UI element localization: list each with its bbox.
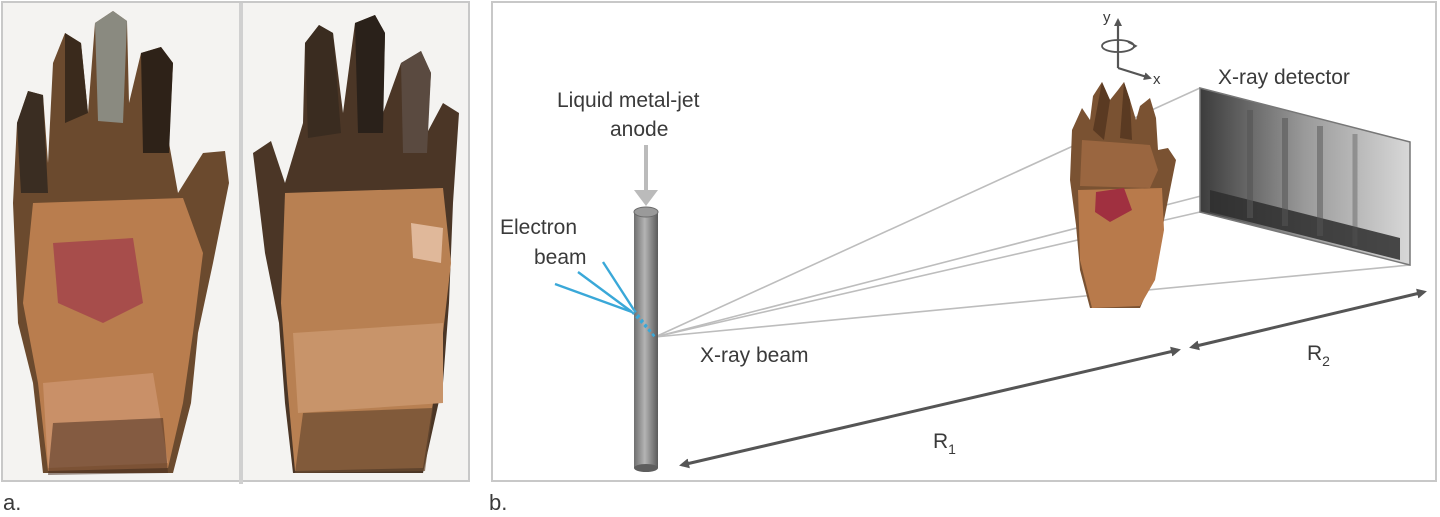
anode-pointer-arrowhead: [634, 190, 658, 206]
xray-detector: [1199, 87, 1411, 266]
panel-b-letter: b.: [489, 490, 508, 515]
electron-label-line1: Electron: [500, 216, 577, 239]
electron-label-line2: beam: [534, 246, 587, 269]
axis-x-label: x: [1153, 71, 1161, 88]
r1-distance-arrow: [679, 346, 1181, 469]
mummy-hand-photo-panel: [1, 1, 470, 484]
panel-a-letter: a.: [3, 490, 22, 515]
anode-label-line1: Liquid metal-jet: [557, 89, 700, 112]
rotation-axes-icon: y x: [1101, 9, 1161, 88]
photo-divider: [239, 3, 243, 484]
r2-label: R2: [1307, 342, 1330, 369]
liquid-metal-jet-anode: [633, 206, 659, 472]
hand-photo-front: [13, 11, 229, 475]
axis-y-label: y: [1103, 9, 1111, 26]
detector-label: X-ray detector: [1218, 66, 1350, 89]
xray-beam-label: X-ray beam: [700, 344, 809, 367]
hand-sample: [1070, 82, 1176, 308]
mummy-hand-photos: [13, 3, 459, 484]
r1-label: R1: [933, 430, 956, 457]
anode-label-line2: anode: [610, 118, 668, 141]
r2-distance-arrow: [1189, 288, 1427, 351]
electron-beam: [554, 261, 656, 338]
hand-photo-back: [253, 15, 459, 473]
